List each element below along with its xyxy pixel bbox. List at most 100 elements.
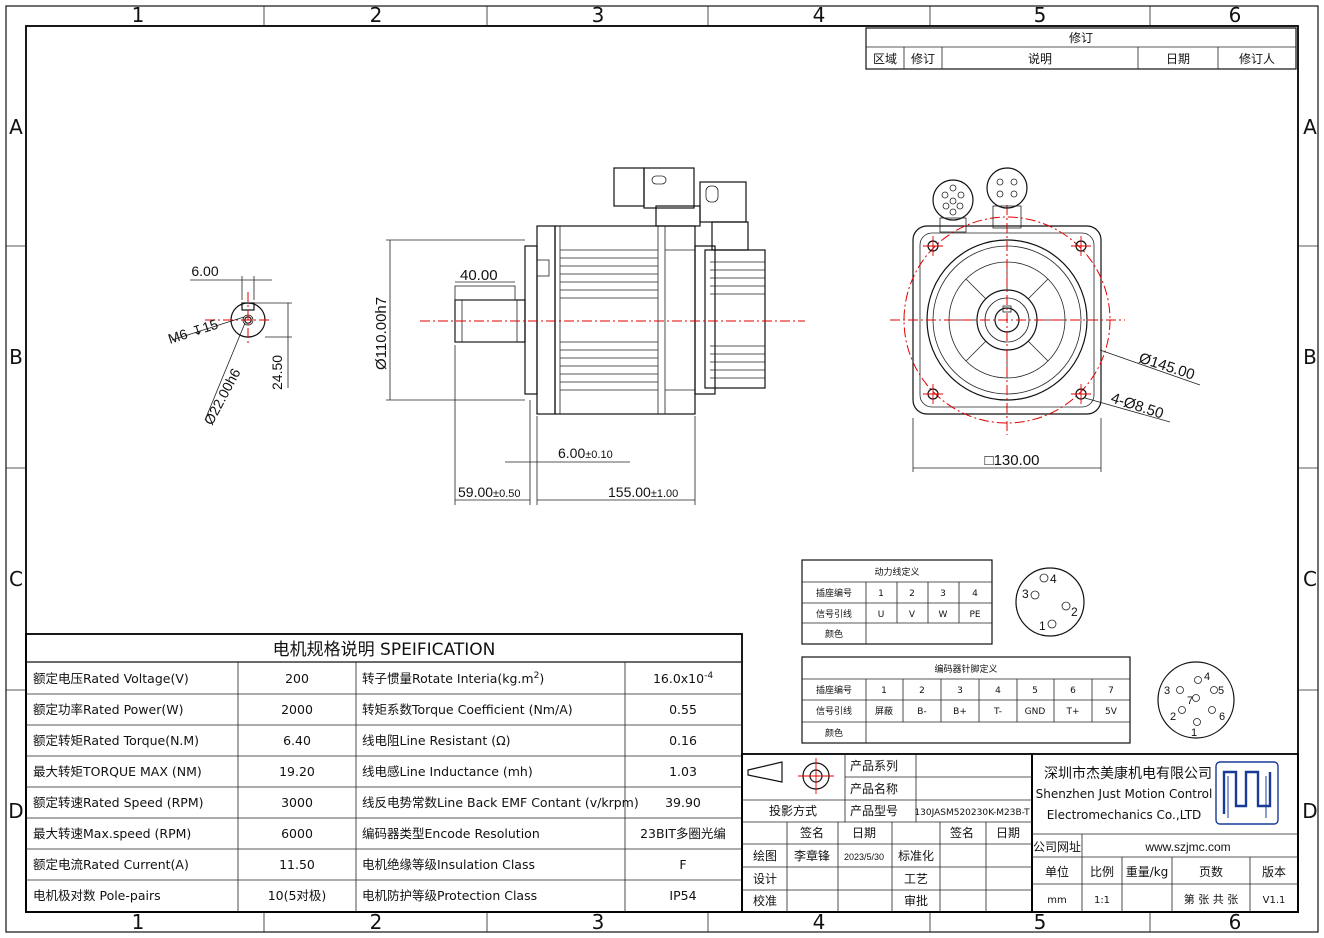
- pages-value: 第 张 共 张: [1184, 892, 1239, 906]
- encoder-pin-label: 7: [1187, 695, 1193, 707]
- power-pin: 4: [972, 589, 978, 599]
- approve-label: 审批: [904, 893, 928, 908]
- encoder-pin: 7: [1108, 686, 1114, 696]
- spec-value: 2000: [281, 702, 313, 717]
- col-label-top: 2: [370, 3, 383, 27]
- spec-value: F: [679, 857, 686, 872]
- spec-label: 编码器类型Encode Resolution: [362, 826, 540, 841]
- product-name-label: 产品名称: [850, 781, 898, 796]
- key-height-dim: 24.50: [269, 355, 285, 390]
- row-label-right: B: [1303, 345, 1317, 369]
- spec-label: 额定电流Rated Current(A): [33, 857, 189, 872]
- product-model-label: 产品型号: [850, 804, 898, 818]
- encoder-pin: 2: [919, 686, 925, 696]
- power-pin: 2: [909, 589, 915, 599]
- spec-value: 3000: [281, 795, 313, 810]
- power-row-label: 颜色: [825, 628, 843, 640]
- power-pin-label: 1: [1039, 619, 1046, 633]
- encoder-signal: T+: [1065, 707, 1079, 717]
- encoder-signal: 5V: [1105, 707, 1118, 717]
- spec-value: IP54: [669, 888, 696, 903]
- revision-header: 说明: [1028, 51, 1052, 66]
- spec-value: 200: [285, 671, 309, 686]
- encoder-row-label: 插座编号: [816, 684, 852, 696]
- company-name-en: Shenzhen Just Motion Control: [1036, 787, 1213, 801]
- row-label-right: D: [1302, 799, 1317, 823]
- power-line-table: 动力线定义 插座编号 信号引线 颜色 1 2 3 4 U V W PE: [801, 559, 993, 645]
- drawer-name: 李章锋: [794, 848, 830, 863]
- product-model-value: 130JASM520230K-M23B-T: [914, 808, 1030, 818]
- power-pin: 1: [878, 589, 884, 599]
- col-label-bottom: 6: [1229, 910, 1242, 934]
- shaft-length-dim: 59.00±0.50: [458, 484, 521, 500]
- website-label: 公司网址: [1033, 840, 1081, 854]
- encoder-pin: 4: [995, 686, 1001, 696]
- col-label-top: 5: [1034, 3, 1047, 27]
- company-name-cn: 深圳市杰美康机电有限公司: [1044, 765, 1212, 782]
- key-length-dim: 40.00: [460, 267, 498, 284]
- revision-header: 修订人: [1239, 51, 1275, 66]
- body-length-dim: 155.00±1.00: [608, 484, 678, 500]
- col-label-bottom: 4: [813, 910, 826, 934]
- revision-header: 区域: [873, 52, 897, 66]
- spec-value: 6000: [281, 826, 313, 841]
- spec-label: 线反电势常数Line Back EMF Contant (v/krpm): [362, 795, 639, 810]
- spec-label: 最大转矩TORQUE MAX (NM): [33, 764, 202, 779]
- power-signal: PE: [969, 610, 980, 620]
- col-label-bottom: 1: [132, 910, 145, 934]
- projection-label: 投影方式: [769, 803, 817, 818]
- spec-superscript: 2: [534, 671, 540, 681]
- encoder-signal: B-: [917, 707, 926, 717]
- spec-value-text: 16.0x10: [653, 671, 704, 686]
- row-label-left: B: [9, 345, 23, 369]
- spec-value: 11.50: [279, 857, 315, 872]
- spec-value: 39.90: [665, 795, 701, 810]
- col-label-top: 1: [132, 3, 145, 27]
- product-series-label: 产品系列: [850, 759, 898, 773]
- spec-label: 转子惯量Rotate Interia(kg.m2): [362, 671, 544, 686]
- spec-label: 转矩系数Torque Coefficient (Nm/A): [362, 702, 573, 717]
- mounting-holes-dim: 4-Ø8.50: [1109, 390, 1166, 423]
- company-name-en: Electromechanics Co.,LTD: [1047, 808, 1202, 822]
- encoder-pin-label: 2: [1170, 711, 1176, 723]
- power-pin-label: 3: [1022, 587, 1029, 601]
- outer-border: [5, 5, 1319, 933]
- sign-header: 签名: [800, 825, 824, 840]
- encoder-connector-diagram: 4 3 7 5 2 6 1: [1157, 661, 1235, 739]
- encoder-signal: GND: [1025, 707, 1046, 717]
- encoder-pin: 3: [957, 686, 963, 696]
- spec-label: 电机防护等级Protection Class: [362, 888, 537, 903]
- encoder-table-title: 编码器针脚定义: [934, 663, 997, 675]
- col-label-bottom: 5: [1034, 910, 1047, 934]
- encoder-pin: 5: [1032, 686, 1038, 696]
- col-label-bottom: 3: [592, 910, 605, 934]
- encoder-signal: T-: [993, 707, 1002, 717]
- motor-front-view: □130.00 4-Ø8.50 Ø145.00: [890, 167, 1201, 472]
- title-block: 产品系列 产品名称 投影方式 产品型号 130JASM520230K-M23B-…: [741, 753, 1299, 913]
- power-row-label: 信号引线: [816, 608, 852, 620]
- encoder-pin-label: 6: [1219, 711, 1225, 723]
- revision-header: 修订: [911, 51, 935, 66]
- spec-label: 额定功率Rated Power(W): [33, 702, 183, 717]
- version-label: 版本: [1262, 865, 1286, 879]
- power-connector-diagram: 4 3 2 1: [1015, 567, 1085, 637]
- spec-table: 电机规格说明 SPEIFICATION: [25, 633, 743, 913]
- row-label-right: C: [1303, 567, 1317, 591]
- col-label-top: 4: [813, 3, 826, 27]
- unit-value: mm: [1047, 895, 1066, 906]
- revision-table: 修订 区域 修订 说明 日期 修订人: [865, 27, 1297, 70]
- spec-label: 额定电压Rated Voltage(V): [33, 671, 189, 686]
- power-signal: W: [939, 610, 948, 620]
- spec-value: 19.20: [279, 764, 315, 779]
- encoder-pin-label: 3: [1164, 685, 1170, 697]
- date-header: 日期: [852, 826, 876, 840]
- square-size-dim: □130.00: [985, 452, 1040, 469]
- spec-label: 最大转速Max.speed (RPM): [33, 826, 191, 841]
- thread-depth-dim: 15: [200, 316, 220, 336]
- power-signal: V: [909, 610, 916, 620]
- border-ticks: [6, 6, 1318, 932]
- encoder-pin-label: 4: [1204, 671, 1210, 683]
- revision-title: 修订: [1069, 30, 1093, 45]
- encoder-pin-table: 编码器针脚定义 插座编号 信号引线 颜色 1 2 3 4 5 6 7 屏蔽 B-…: [801, 656, 1131, 744]
- website-value: www.szjmc.com: [1144, 840, 1230, 854]
